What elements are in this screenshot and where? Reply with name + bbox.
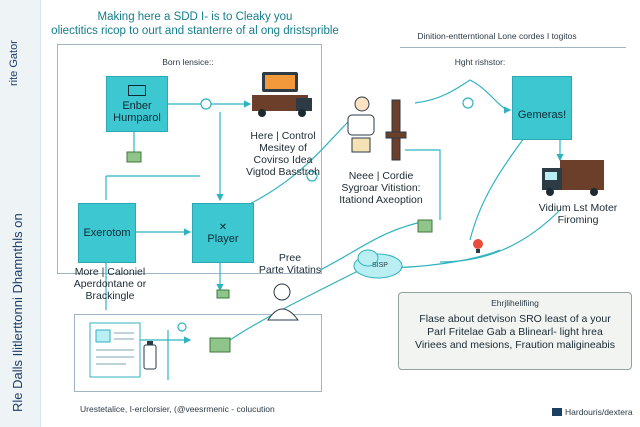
robot-caption: Neee | Cordie Sygroar Vitistion: Itation… xyxy=(326,170,436,206)
lightbulb-icon xyxy=(473,239,483,253)
cloud-icon xyxy=(353,249,403,279)
title-line-2: oliectitics ricop to ourt and stanterre … xyxy=(51,25,339,37)
node-circle-1 xyxy=(200,98,212,110)
node-player: ✕ Player xyxy=(192,203,254,263)
node-gemeras-label: Gemeras! xyxy=(517,109,567,121)
truck-icon-right xyxy=(542,160,604,196)
cash-icon-1 xyxy=(216,289,230,299)
node-exerotom-label: Exerotom xyxy=(83,227,131,239)
scissors-icon: ✕ xyxy=(218,221,228,233)
right-frame-top xyxy=(400,47,626,51)
left-panel-caption: Born lensice:: xyxy=(162,57,214,67)
truck-caption-line-4: Vigtod Basstroh xyxy=(246,166,320,178)
node-player-label: Player xyxy=(207,232,239,245)
player-caption-line-1: Pree xyxy=(278,252,302,264)
player-caption-line-2: Parte Vitatins xyxy=(258,264,322,276)
exerotom-caption: More | Caloniel Aperdontane or Brackingl… xyxy=(60,266,160,302)
robot-icon xyxy=(347,96,407,161)
robot-caption-line-1: Neee | Cordie xyxy=(348,170,414,182)
exerotom-caption-line-2: Aperdontane or xyxy=(73,278,147,290)
player-caption: Pree Parte Vitatins xyxy=(240,252,340,276)
truck-caption-line-2: Mesitey of xyxy=(259,142,307,154)
node-circle-2 xyxy=(306,170,318,182)
robot-caption-line-2: Sygroar Vitistion: xyxy=(341,182,421,194)
left-frame xyxy=(57,44,322,274)
truck-caption-left: Here | Control Mesitey of Covirso Idea V… xyxy=(238,130,328,178)
cash-icon-4 xyxy=(126,151,142,163)
note-body: Flase about detvison SRO least of a your… xyxy=(399,313,631,352)
exerotom-caption-line-3: Brackingle xyxy=(85,290,135,302)
brand-logo-icon xyxy=(552,408,562,416)
sidebar: rite Gator Rle Dalls Ilitlerttonni Dhamn… xyxy=(0,0,41,427)
note-title: Ehrjlihelifiing xyxy=(491,298,539,308)
robot-caption-line-3: Itationd Axeoption xyxy=(339,194,423,206)
node-exerotom: Exerotom xyxy=(78,203,136,263)
node-enber: Enber Humparol xyxy=(106,76,168,132)
note-box: Ehrjlihelifiing Flase about detvison SRO… xyxy=(398,292,632,370)
note-line-1: Flase about detvison SRO least of a your xyxy=(419,313,611,325)
cash-icon-3 xyxy=(417,219,433,233)
node-circle-3 xyxy=(462,97,474,109)
diagram-title: Making here a SDD I- is to Cleaky you ol… xyxy=(50,10,340,38)
right-truck-caption-line-1: Vidium Lst Moter xyxy=(538,202,618,214)
note-line-3: Viriees and mesions, Fraution maligineab… xyxy=(415,339,615,351)
document-icon xyxy=(89,322,141,378)
right-truck-caption-line-2: Firoming xyxy=(557,214,599,226)
right-title: Dinition-entterntional Lone cordes I tog… xyxy=(417,31,577,41)
right-panel-caption: Hght rishstor: xyxy=(454,57,506,67)
note-line-2: Parl Fritelae Gab a Blinearl- light hrea xyxy=(427,326,603,338)
lower-frame xyxy=(74,314,322,392)
footer-right: Hardouris/dextera xyxy=(565,407,633,417)
person-icon xyxy=(267,283,299,321)
title-line-1: Making here a SDD I- is to Cleaky you xyxy=(97,11,293,23)
truck-caption-line-1: Here | Control xyxy=(250,130,316,142)
truck-caption-line-3: Covirso Idea xyxy=(253,154,313,166)
cash-icon-2 xyxy=(209,337,231,353)
node-gemeras: Gemeras! xyxy=(512,76,572,140)
truck-icon-left xyxy=(252,72,312,117)
cloud-label: SISP xyxy=(372,262,388,269)
exerotom-caption-line-1: More | Caloniel xyxy=(74,266,146,278)
right-truck-caption: Vidium Lst Moter Firoming xyxy=(520,202,636,226)
battery-icon xyxy=(143,341,157,370)
node-enber-label: Enber Humparol xyxy=(113,99,161,124)
footer-left: Urestetalice, I-erclorsier, (@veesrmenic… xyxy=(80,404,275,414)
monitor-icon xyxy=(128,84,146,96)
